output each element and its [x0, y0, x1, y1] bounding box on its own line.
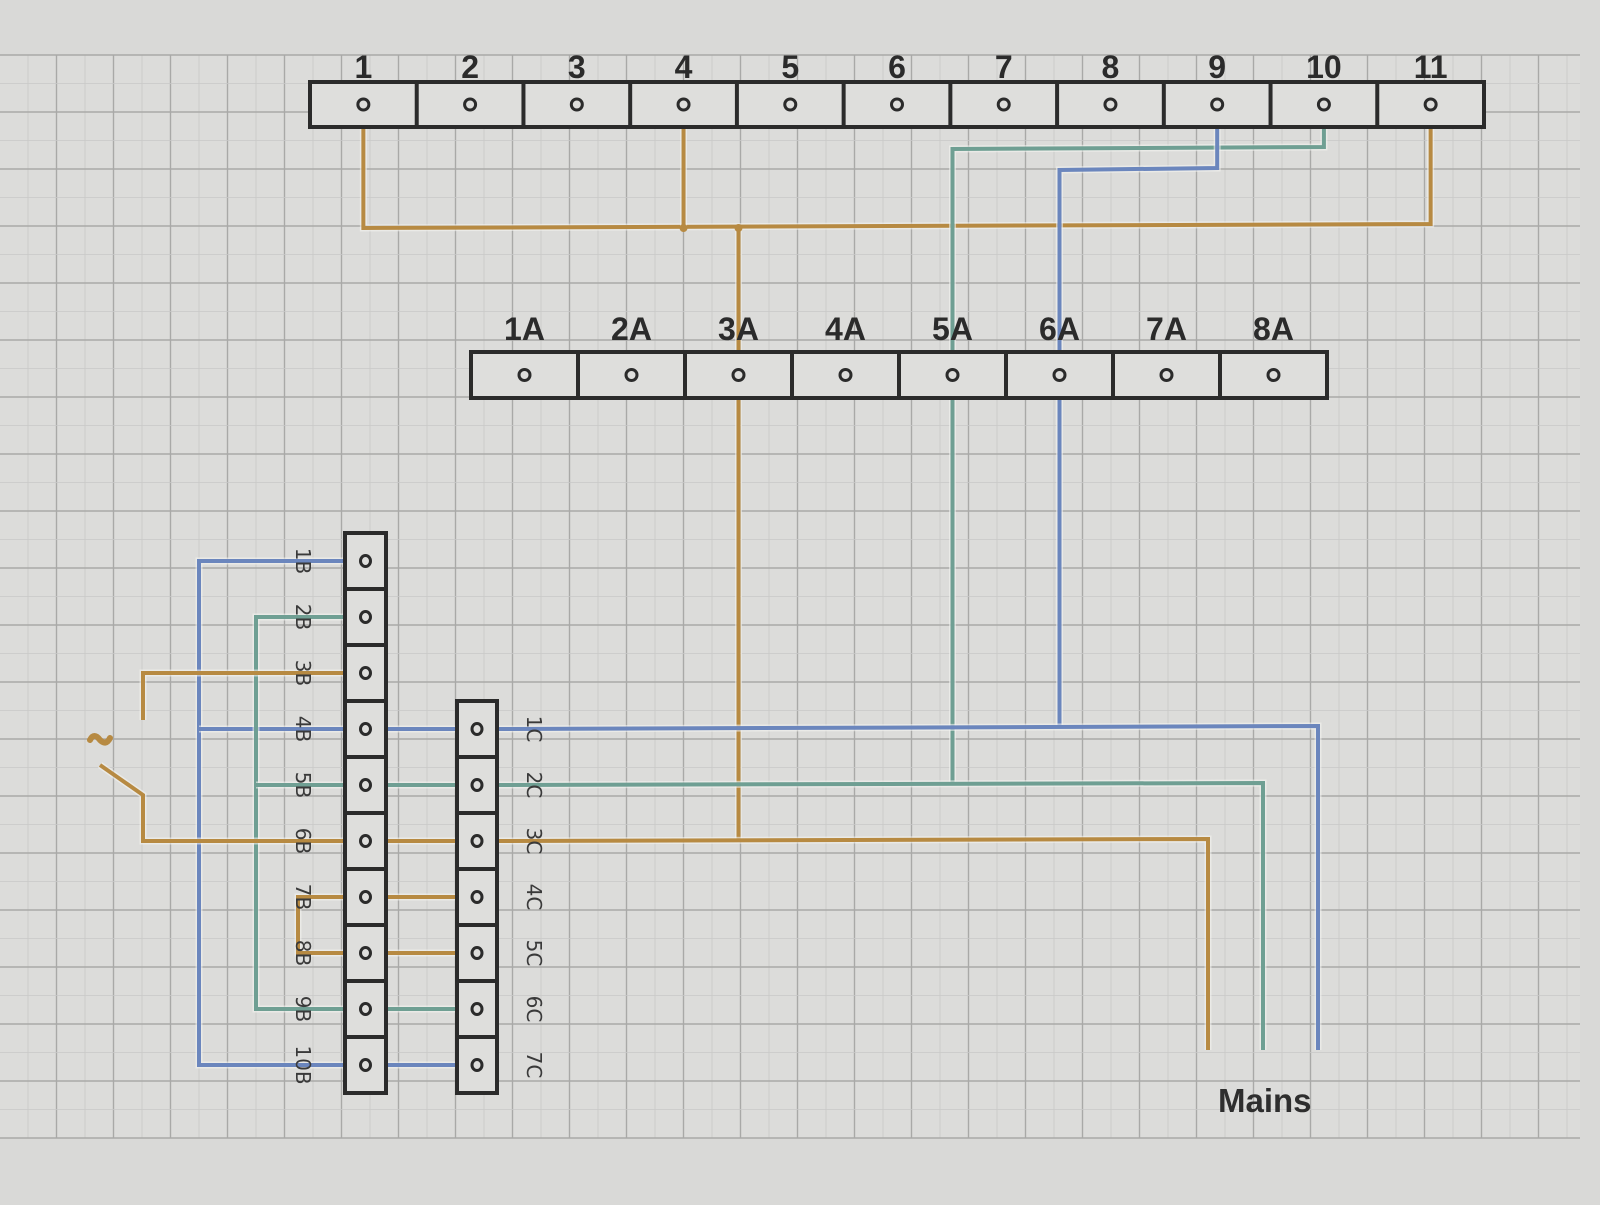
- terminal-c-screw-icon: [470, 722, 484, 736]
- terminal-b-screw-icon: [359, 1002, 372, 1016]
- switch-contact-icon: [87, 733, 113, 746]
- terminal-label-b: 2B: [291, 604, 315, 630]
- terminal-b-screw-icon: [359, 946, 372, 960]
- terminal-label-c: 1C: [522, 716, 546, 743]
- terminal-label-a: 7A: [1146, 311, 1187, 347]
- terminal-label-b: 3B: [291, 660, 315, 686]
- terminal-label-c: 7C: [522, 1052, 546, 1079]
- terminal-block-c: [455, 699, 499, 1095]
- terminal-label-top: 9: [1208, 49, 1226, 85]
- terminal-label-b: 8B: [291, 940, 315, 966]
- terminal-c-screw-icon: [470, 946, 484, 960]
- wire-brown-7b-8b-jumper: [296, 895, 345, 955]
- wire-brown-bus: [361, 127, 1433, 231]
- terminal-screw-icon: [783, 97, 798, 112]
- terminal-block-a: [469, 350, 1329, 400]
- terminal-screw-icon: [1210, 97, 1225, 112]
- labels: 1 2 3 4 5 6 7 8 9 10 11 1A 2A 3A 4A 5A 6A 7A 8A 1B 2B 3B 4B 5B 6…: [291, 49, 1448, 1085]
- terminal-screw-icon: [1316, 97, 1331, 112]
- terminal-screw-icon: [1103, 97, 1118, 112]
- terminal-label-top: 6: [888, 49, 906, 85]
- terminal-label-b: 4B: [291, 716, 315, 742]
- terminal-label-b: 6B: [291, 828, 315, 854]
- terminal-c-screw-icon: [470, 778, 484, 792]
- terminal-c-screw-icon: [470, 890, 484, 904]
- terminal-a-screw-icon: [838, 368, 853, 382]
- terminal-b-screw-icon: [359, 890, 372, 904]
- terminal-label-c: 6C: [522, 996, 546, 1023]
- terminal-screw-icon: [890, 97, 904, 112]
- wire-blue-1b-10b: [197, 559, 345, 1067]
- terminal-label-top: 10: [1306, 49, 1342, 85]
- terminal-label-a: 3A: [718, 311, 759, 347]
- terminal-c-screw-icon: [470, 1058, 484, 1072]
- terminal-a-screw-icon: [624, 368, 639, 382]
- terminal-label-b: 5B: [291, 772, 315, 798]
- terminal-label-top: 1: [354, 49, 372, 85]
- terminal-block-c-frame: [455, 699, 499, 1095]
- terminal-screw-icon: [356, 97, 371, 112]
- terminal-label-a: 4A: [825, 311, 866, 347]
- terminal-label-a: 6A: [1039, 311, 1080, 347]
- terminal-a-screw-icon: [945, 368, 960, 382]
- wire-brown-switch-6b: [98, 763, 345, 843]
- terminal-screw-icon: [569, 97, 584, 112]
- terminal-label-c: 3C: [522, 828, 546, 855]
- grid-paper: [0, 54, 1580, 1139]
- terminal-b-screw-icon: [359, 778, 372, 792]
- wire-blue-9-6a: [1057, 127, 1220, 352]
- terminal-c-screw-icon: [470, 834, 484, 848]
- terminal-label-top: 7: [995, 49, 1013, 85]
- terminal-b-screw-icon: [359, 554, 372, 568]
- wire-blue-1c-mains: [496, 723, 1320, 1050]
- terminal-screw-icon: [1423, 97, 1438, 112]
- wires: [87, 127, 1435, 1069]
- terminal-label-top: 3: [568, 49, 586, 85]
- terminal-label-top: 5: [781, 49, 799, 85]
- wire-brown-3c-mains: [496, 836, 1210, 1050]
- terminal-label-top: 2: [461, 49, 479, 85]
- terminal-screw-icon: [463, 97, 478, 112]
- terminal-label-a: 2A: [611, 311, 652, 347]
- terminal-label-a: 5A: [932, 311, 973, 347]
- wire-green-2c-mains: [496, 780, 1265, 1050]
- terminal-label-c: 2C: [522, 772, 546, 799]
- terminal-b-screw-icon: [359, 1058, 372, 1072]
- terminal-label-top: 4: [675, 49, 693, 85]
- terminal-a-screw-icon: [517, 368, 532, 382]
- terminal-label-b: 9B: [291, 996, 315, 1022]
- terminal-a-screw-icon: [731, 368, 746, 382]
- terminal-b-screw-icon: [359, 610, 372, 624]
- terminal-screw-icon: [676, 97, 691, 112]
- terminal-b-screw-icon: [359, 722, 372, 736]
- terminal-label-top: 11: [1414, 49, 1448, 85]
- mains-label: Mains: [1218, 1082, 1312, 1119]
- terminal-block-b: [343, 531, 388, 1095]
- terminal-label-c: 5C: [522, 940, 546, 967]
- terminal-label-c: 4C: [522, 884, 546, 911]
- terminal-a-screw-icon: [1266, 368, 1281, 382]
- terminal-b-screw-icon: [359, 666, 372, 680]
- wire-brown-3b-switch: [141, 671, 345, 720]
- terminal-a-screw-icon: [1052, 368, 1067, 382]
- terminal-block-top-frame: [308, 80, 1486, 129]
- terminal-label-a: 8A: [1253, 311, 1294, 347]
- terminal-blocks: [308, 80, 1486, 1095]
- terminal-label-b: 1B: [291, 548, 315, 574]
- terminal-screw-icon: [996, 97, 1011, 112]
- terminal-c-screw-icon: [470, 1002, 484, 1016]
- junction-dot: [734, 224, 743, 232]
- junction-dot: [679, 224, 688, 232]
- wire-green-2b-9b: [254, 615, 345, 1011]
- terminal-b-screw-icon: [359, 834, 372, 848]
- wire-green-10-5a: [950, 127, 1326, 352]
- terminal-label-b: 7B: [291, 884, 315, 910]
- terminal-block-top: [308, 80, 1486, 129]
- terminal-label-top: 8: [1102, 49, 1120, 85]
- terminal-a-screw-icon: [1159, 368, 1174, 382]
- terminal-label-a: 1A: [504, 311, 545, 347]
- terminal-label-b: 10B: [291, 1045, 315, 1084]
